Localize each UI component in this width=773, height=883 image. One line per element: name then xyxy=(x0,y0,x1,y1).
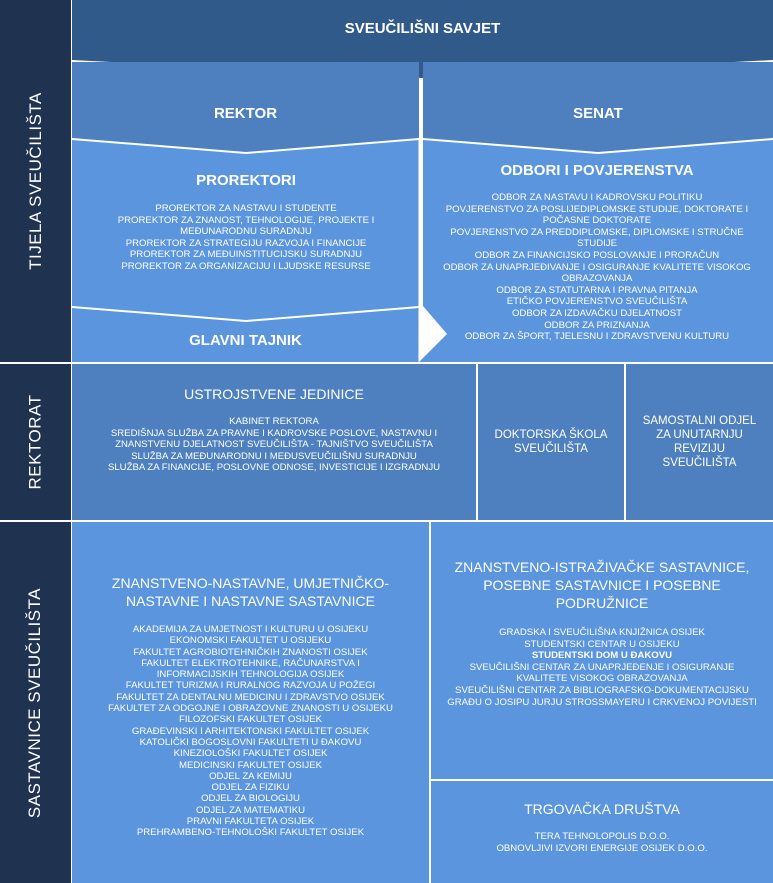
list-item: SLUŽBA ZA MEĐUNARODNU I MEĐUSVEUČILIŠNU … xyxy=(131,450,417,462)
savjet-box: SVEUČILIŠNI SAVJET xyxy=(72,20,773,37)
list-item: ODJEL ZA MATEMATIKU xyxy=(195,804,306,816)
glavni-tajnik-box: GLAVNI TAJNIK xyxy=(72,332,419,349)
list-item: PROREKTOR ZA MEĐUINSTITUCIJSKU SURADNJU xyxy=(129,249,363,261)
list-item: FILOZOFSKI FAKULTET OSIJEK xyxy=(178,714,323,726)
list-item: ODJEL ZA BIOLOGIJU xyxy=(201,793,300,805)
doktorska-box: DOKTORSKA ŠKOLA SVEUČILIŠTA xyxy=(478,364,624,520)
odbori-list: ODBOR ZA NASTAVU I KADROVSKU POLITIKU PO… xyxy=(438,192,756,343)
list-item: ODBOR ZA ŠPORT, TJELESNU I ZDRAVSTVENU K… xyxy=(464,331,730,343)
senat-title: SENAT xyxy=(573,105,623,122)
znanstveno-nastavne-title: ZNANSTVENO-NASTAVNE, UMJETNIČKO-NASTAVNE… xyxy=(111,575,390,609)
list-item: ODBOR ZA NASTAVU I KADROVSKU POLITIKU xyxy=(491,192,703,203)
list-item: ODBOR ZA PRIZNANJA xyxy=(544,319,650,331)
list-item: POVJERENSTVO ZA POSLIJEDIPLOMSKE STUDIJE… xyxy=(445,203,749,227)
list-item: PROREKTOR ZA ZNANOST, TEHNOLOGIJE, PROJE… xyxy=(117,214,375,238)
side-rektorat-label: REKTORAT xyxy=(25,394,45,490)
side-tijela: TIJELA SVEUČILIŠTA xyxy=(0,0,71,362)
list-item: AKADEMIJA ZA UMJETNOST I KULTURU U OSIJE… xyxy=(132,624,369,635)
list-item: FAKULTET TURIZMA I RURALNOG RAZVOJA U PO… xyxy=(125,680,376,692)
list-item: SVEUČILIŠNI CENTAR ZA BIBLIOGRAFSKO-DOKU… xyxy=(455,684,749,696)
samostalni-box: SAMOSTALNI ODJEL ZA UNUTARNJU REVIZIJU S… xyxy=(626,364,773,520)
list-item: MEDICINSKI FAKULTET OSIJEK xyxy=(178,759,323,771)
list-item: POVJERENSTVO ZA PREDDIPLOMSKE, DIPLOMSKE… xyxy=(450,226,744,250)
side-sastavnice-label: SASTAVNICE SVEUČILIŠTA xyxy=(25,587,45,818)
list-item: ODBOR ZA FINANCIJSKO POSLOVANJE I PRORAČ… xyxy=(474,249,720,261)
list-item: ODJEL ZA KEMIJU xyxy=(209,770,292,782)
list-item: FAKULTET ZA ODGOJNE I OBRAZOVNE ZNANOSTI… xyxy=(108,703,393,715)
list-item: KABINET REKTORA xyxy=(229,416,319,427)
prorektori-title: PROREKTORI xyxy=(196,172,296,189)
list-item: GRAĐEVINSKI I ARHITEKTONSKI FAKULTET OSI… xyxy=(131,725,370,737)
ustrojstvene-list: KABINET REKTORA SREDIŠNJA SLUŽBA ZA PRAV… xyxy=(102,416,446,474)
side-rektorat: REKTORAT xyxy=(0,364,71,520)
prorektori-box: PROREKTORI PROREKTOR ZA NASTAVU I STUDEN… xyxy=(100,172,392,273)
list-item: PROREKTOR ZA ORGANIZACIJU I LJUDSKE RESU… xyxy=(121,260,371,272)
ustrojstvene-title: USTROJSTVENE JEDINICE xyxy=(184,386,364,402)
ustrojstvene-box: USTROJSTVENE JEDINICE KABINET REKTORA SR… xyxy=(72,364,476,520)
tijela-shapes xyxy=(72,0,773,362)
list-item: PROREKTOR ZA NASTAVU I STUDENTE xyxy=(155,203,337,214)
odbori-box: ODBORI I POVJERENSTVA ODBOR ZA NASTAVU I… xyxy=(438,162,756,343)
list-item: PREHRAMBENO-TEHNOLOŠKI FAKULTET OSIJEK xyxy=(136,827,365,839)
trgovacka-title: TRGOVAČKA DRUŠTVA xyxy=(524,801,680,817)
savjet-shape xyxy=(72,0,773,78)
odbori-title: ODBORI I POVJERENSTVA xyxy=(500,162,694,179)
list-item: FAKULTET AGROBIOTEHNIČKIH ZNANOSTI OSIJE… xyxy=(133,646,368,658)
znanstveno-istrazivacke-box: ZNANSTVENO-ISTRAŽIVAČKE SASTAVNICE, POSE… xyxy=(431,522,773,779)
side-tijela-label: TIJELA SVEUČILIŠTA xyxy=(25,92,45,270)
list-item: ODBOR ZA UNAPRJEĐIVANJE I OSIGURANJE KVA… xyxy=(443,261,751,285)
list-item: ODBOR ZA IZDAVAČKU DJELATNOST xyxy=(511,307,683,319)
list-item: KINEZIOLOŠKI FAKULTET OSIJEK xyxy=(173,748,328,760)
list-item: GRAĐU O JOSIPU JURJU STROSSMAYERU I CRKV… xyxy=(447,696,757,708)
list-item: FAKULTET ELEKTROTEHNIKE, RAČUNARSTVA I I… xyxy=(141,657,360,681)
samostalni-title: SAMOSTALNI ODJEL ZA UNUTARNJU REVIZIJU S… xyxy=(642,415,757,469)
side-sastavnice: SASTAVNICE SVEUČILIŠTA xyxy=(0,522,71,883)
list-item: KATOLIČKI BOGOSLOVNI FAKULTETI U ĐAKOVU xyxy=(139,736,362,748)
list-item: STUDENTSKI CENTAR U OSIJEKU xyxy=(524,638,680,650)
senat-shape xyxy=(423,62,773,152)
rektor-box: REKTOR xyxy=(72,105,419,122)
trgovacka-list: TERA TEHNOLOPOLIS D.O.O. OBNOVLJIVI IZVO… xyxy=(496,831,707,854)
rektor-title: REKTOR xyxy=(213,105,278,122)
odbori-shape xyxy=(419,140,773,362)
list-item: PRAVNI FAKULTETA OSIJEK xyxy=(186,816,315,828)
list-item: ODJEL ZA FIZIKU xyxy=(211,782,290,794)
list-item: EKONOMSKI FAKULTET U OSIJEKU xyxy=(169,635,332,647)
list-item: TERA TEHNOLOPOLIS D.O.O. xyxy=(534,831,670,842)
znanstveno-nastavne-box: ZNANSTVENO-NASTAVNE, UMJETNIČKO-NASTAVNE… xyxy=(72,522,429,883)
list-item: SLUŽBA ZA FINANCIJE, POSLOVNE ODNOSE, IN… xyxy=(107,462,441,474)
list-item: SVEUČILIŠNI CENTAR ZA UNAPRJEĐENJE I OSI… xyxy=(469,661,735,685)
senat-box: SENAT xyxy=(423,105,773,122)
glavni-tajnik-shape xyxy=(72,308,419,362)
list-item: ODBOR ZA STATUTARNA I PRAVNA PITANJA xyxy=(496,284,698,296)
list-item: GRADSKA I SVEUČILIŠNA KNJIŽNICA OSIJEK xyxy=(499,627,705,638)
savjet-title: SVEUČILIŠNI SAVJET xyxy=(344,20,501,37)
list-item: SREDIŠNJA SLUŽBA ZA PRAVNE I KADROVSKE P… xyxy=(110,427,438,451)
prorektori-list: PROREKTOR ZA NASTAVU I STUDENTE PROREKTO… xyxy=(100,203,392,273)
list-item: OBNOVLJIVI IZVORI ENERGIJE OSIJEK D.O.O. xyxy=(496,842,708,854)
znanstveno-istrazivacke-title: ZNANSTVENO-ISTRAŽIVAČKE SASTAVNICE, POSE… xyxy=(454,559,750,611)
list-item: PROREKTOR ZA STRATEGIJU RAZVOJA I FINANC… xyxy=(125,237,367,249)
list-item: FAKULTET ZA DENTALNU MEDICINU I ZDRAVSTV… xyxy=(116,691,385,703)
trgovacka-box: TRGOVAČKA DRUŠTVA TERA TEHNOLOPOLIS D.O.… xyxy=(431,781,773,883)
prorektori-shape xyxy=(72,140,419,320)
list-item: ETIČKO POVJERENSTVO SVEUČILIŠTA xyxy=(506,296,688,308)
znanstveno-istrazivacke-list: GRADSKA I SVEUČILIŠNA KNJIŽNICA OSIJEK S… xyxy=(447,627,757,708)
doktorska-title: DOKTORSKA ŠKOLA SVEUČILIŠTA xyxy=(494,429,608,455)
glavni-tajnik-title: GLAVNI TAJNIK xyxy=(189,332,302,349)
rektor-shape xyxy=(72,62,419,152)
list-item: STUDENTSKI DOM U ĐAKOVU xyxy=(531,650,673,662)
znanstveno-nastavne-list: AKADEMIJA ZA UMJETNOST I KULTURU U OSIJE… xyxy=(102,624,399,839)
